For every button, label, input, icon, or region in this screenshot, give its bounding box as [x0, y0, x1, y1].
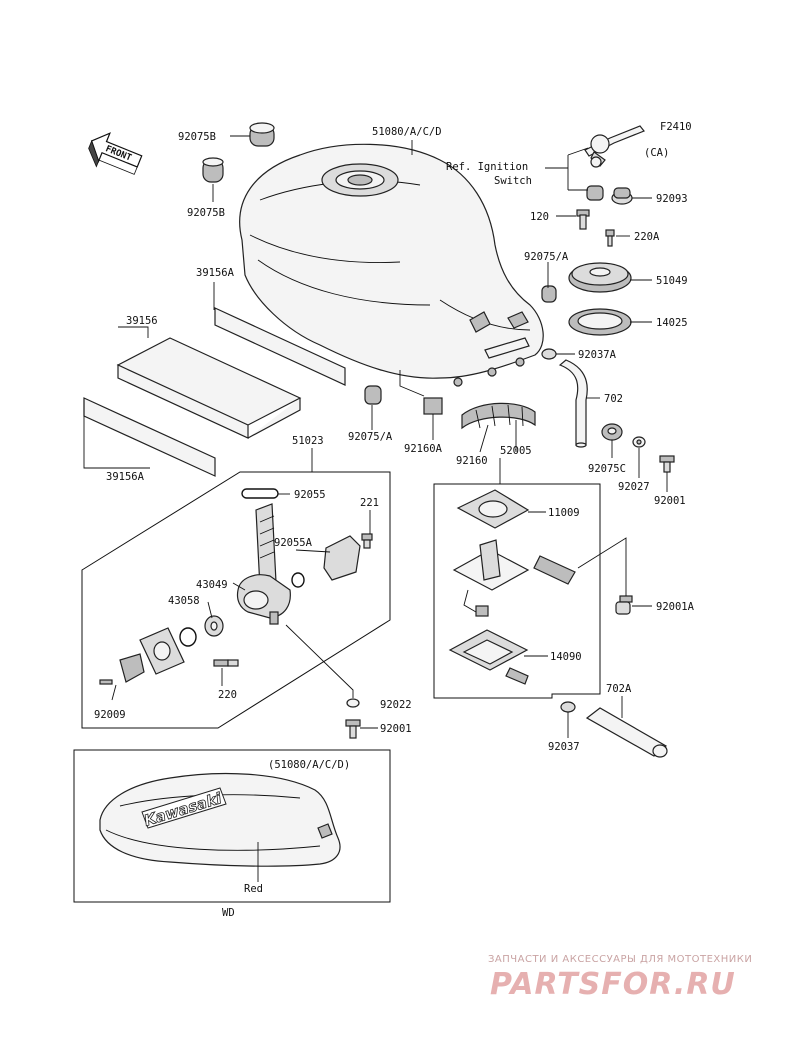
label-92009: 92009 [94, 709, 126, 721]
screw-92009-pin [99, 679, 113, 685]
label-52005: 52005 [500, 445, 532, 457]
label-51023: 51023 [292, 435, 324, 447]
label-92001-center: 92001 [380, 723, 412, 735]
label-220a: 220A [634, 231, 660, 243]
label-92001-right: 92001 [654, 495, 686, 507]
filter-43049 [204, 615, 224, 637]
label-92027: 92027 [618, 481, 650, 493]
label-92055: 92055 [294, 489, 326, 501]
pump-cover-14090 [448, 629, 529, 685]
label-92093: 92093 [656, 193, 688, 205]
ring-14025 [568, 308, 632, 336]
pump-unit-52005 [452, 539, 576, 617]
washer-92022 [346, 698, 360, 708]
grommet-92075b-bottom [202, 157, 224, 183]
label-ignition-ref-2: Switch [494, 175, 532, 187]
inset-ref: (51080/A/C/D) [268, 759, 350, 771]
label-92055a: 92055A [274, 537, 313, 549]
screw-220a [605, 229, 615, 247]
knob-92009 [119, 653, 145, 683]
pad-39156a-top [214, 307, 346, 386]
bolt-92001-center [345, 719, 361, 739]
label-92037: 92037 [548, 741, 580, 753]
hose-702a [585, 707, 668, 758]
inset-color: Red [244, 883, 263, 895]
label-92022: 92022 [380, 699, 412, 711]
inset-tank: Kawasaki [99, 772, 341, 882]
clamp-92037 [560, 701, 576, 713]
label-92075b-top: 92075B [178, 131, 216, 143]
label-39156: 39156 [126, 315, 158, 327]
label-120: 120 [530, 211, 549, 223]
fuel-cock-body [236, 503, 291, 625]
oring-43058 [179, 627, 197, 647]
fuel-cock-frame [81, 471, 391, 729]
watermark-tagline: ЗАПЧАСТИ И АКСЕССУАРЫ ДЛЯ МОТОТЕХНИКИ [488, 954, 752, 965]
screw-220 [213, 659, 239, 667]
watermark-logo: PARTSFOR.RU [490, 967, 736, 1002]
grommet-92075a-top [541, 285, 557, 303]
label-92075a-bottom: 92075/A [348, 431, 393, 443]
bolt-92001a [615, 595, 633, 615]
label-92075b-bottom: 92075B [187, 207, 225, 219]
cap-51049 [568, 262, 632, 293]
grommet-92075a-bottom [364, 385, 382, 405]
figure-code: F2410 [660, 121, 692, 133]
label-92037a: 92037A [578, 349, 617, 361]
grommet-92075c [601, 423, 623, 441]
label-39156a-top: 39156A [196, 267, 235, 279]
pump-frame [433, 483, 601, 699]
label-92160a: 92160A [404, 443, 443, 455]
label-39156a-bottom: 39156A [106, 471, 145, 483]
ignition-key-icon [584, 125, 645, 168]
washer-92027 [632, 436, 646, 448]
label-92075a-top: 92075/A [524, 251, 569, 263]
label-11009: 11009 [548, 507, 580, 519]
oring-small [291, 572, 305, 588]
inset-variant: WD [222, 907, 235, 919]
cap-92093 [611, 187, 633, 205]
label-92001a: 92001A [656, 601, 695, 613]
pad-39156 [116, 337, 302, 439]
gasket-11009 [456, 489, 530, 529]
damper-92160 [461, 402, 536, 430]
lever-plate-92055a [323, 535, 361, 581]
screw-221 [361, 533, 373, 549]
label-702a: 702A [606, 683, 632, 695]
label-43058: 43058 [168, 595, 200, 607]
part-labels: 92075B 51080/A/C/D 92075B 39156A 39156 3… [94, 126, 695, 753]
label-221: 221 [360, 497, 379, 509]
label-ca: (CA) [644, 147, 669, 159]
label-ignition-ref-1: Ref. Ignition [446, 161, 528, 173]
bolt-120 [576, 209, 590, 230]
oring-92055 [241, 488, 279, 499]
clamp-92037a [541, 348, 557, 360]
ignition-cylinder [586, 185, 604, 201]
fuel-tank [239, 143, 544, 387]
label-92075c: 92075C [588, 463, 626, 475]
hose-702 [558, 359, 588, 448]
label-51080: 51080/A/C/D [372, 126, 442, 138]
label-702: 702 [604, 393, 623, 405]
label-220: 220 [218, 689, 237, 701]
label-51049: 51049 [656, 275, 688, 287]
label-14090: 14090 [550, 651, 582, 663]
label-92160: 92160 [456, 455, 488, 467]
grommet-92075b-top [249, 122, 275, 147]
label-14025: 14025 [656, 317, 688, 329]
inset-frame [73, 749, 391, 903]
bolt-92001-right [659, 455, 675, 473]
label-43049: 43049 [196, 579, 228, 591]
block-92160a [423, 397, 443, 415]
leader-lines [83, 135, 668, 738]
front-arrow-icon: FRONT [88, 132, 143, 175]
gasket-flange [139, 627, 185, 675]
